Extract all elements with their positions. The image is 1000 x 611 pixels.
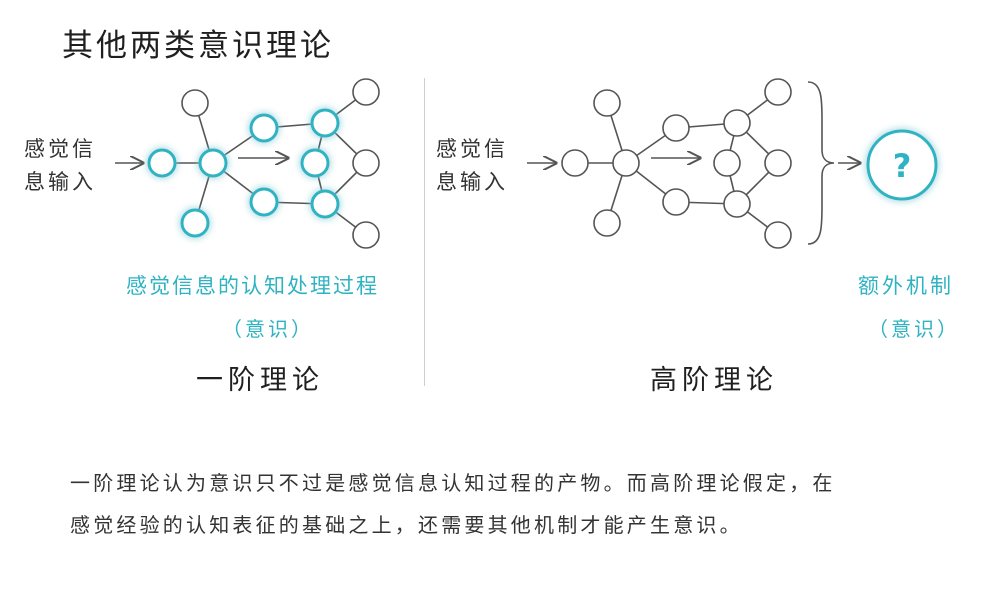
node <box>352 78 380 106</box>
node <box>662 188 690 216</box>
node <box>713 149 741 177</box>
node <box>593 209 621 237</box>
node <box>764 149 792 177</box>
node <box>352 149 380 177</box>
node <box>723 190 751 218</box>
node <box>352 221 380 249</box>
left-inactive-nodes <box>181 78 380 249</box>
node <box>723 109 751 137</box>
node <box>593 89 621 117</box>
node-hub <box>198 148 228 178</box>
right-caption: 额外机制 <box>858 274 954 298</box>
node <box>249 113 279 143</box>
node-input <box>147 148 177 178</box>
right-input-label: 感觉信息输入 <box>436 137 508 194</box>
node <box>181 89 209 117</box>
node <box>180 208 210 238</box>
node-hub <box>612 149 640 177</box>
right-nodes <box>561 78 792 249</box>
left-subcaption: （意识） <box>222 317 314 341</box>
panel-divider <box>424 78 425 386</box>
right-network: ? <box>527 78 938 249</box>
right-subcaption: （意识） <box>868 317 960 341</box>
node-input <box>561 149 589 177</box>
page-title: 其他两类意识理论 <box>62 28 334 64</box>
right-heading: 高阶理论 <box>650 365 778 396</box>
node <box>310 189 340 219</box>
node <box>662 114 690 142</box>
node <box>764 78 792 106</box>
description-line-2: 感觉经验的认知表征的基础之上，还需要其他机制才能产生意识。 <box>70 513 743 537</box>
left-active-nodes <box>147 108 340 238</box>
left-input-label: 感觉信息输入 <box>24 137 96 194</box>
question-mark: ? <box>893 147 912 185</box>
description-line-1: 一阶理论认为意识只不过是感觉信息认知过程的产物。而高阶理论假定，在 <box>70 471 836 495</box>
left-heading: 一阶理论 <box>196 365 324 396</box>
right-curly-brace <box>807 81 835 245</box>
left-caption: 感觉信息的认知处理过程 <box>126 274 379 298</box>
node <box>764 221 792 249</box>
left-network <box>115 78 380 249</box>
question-circle <box>866 129 938 201</box>
node <box>300 148 330 178</box>
node <box>249 187 279 217</box>
node <box>310 108 340 138</box>
